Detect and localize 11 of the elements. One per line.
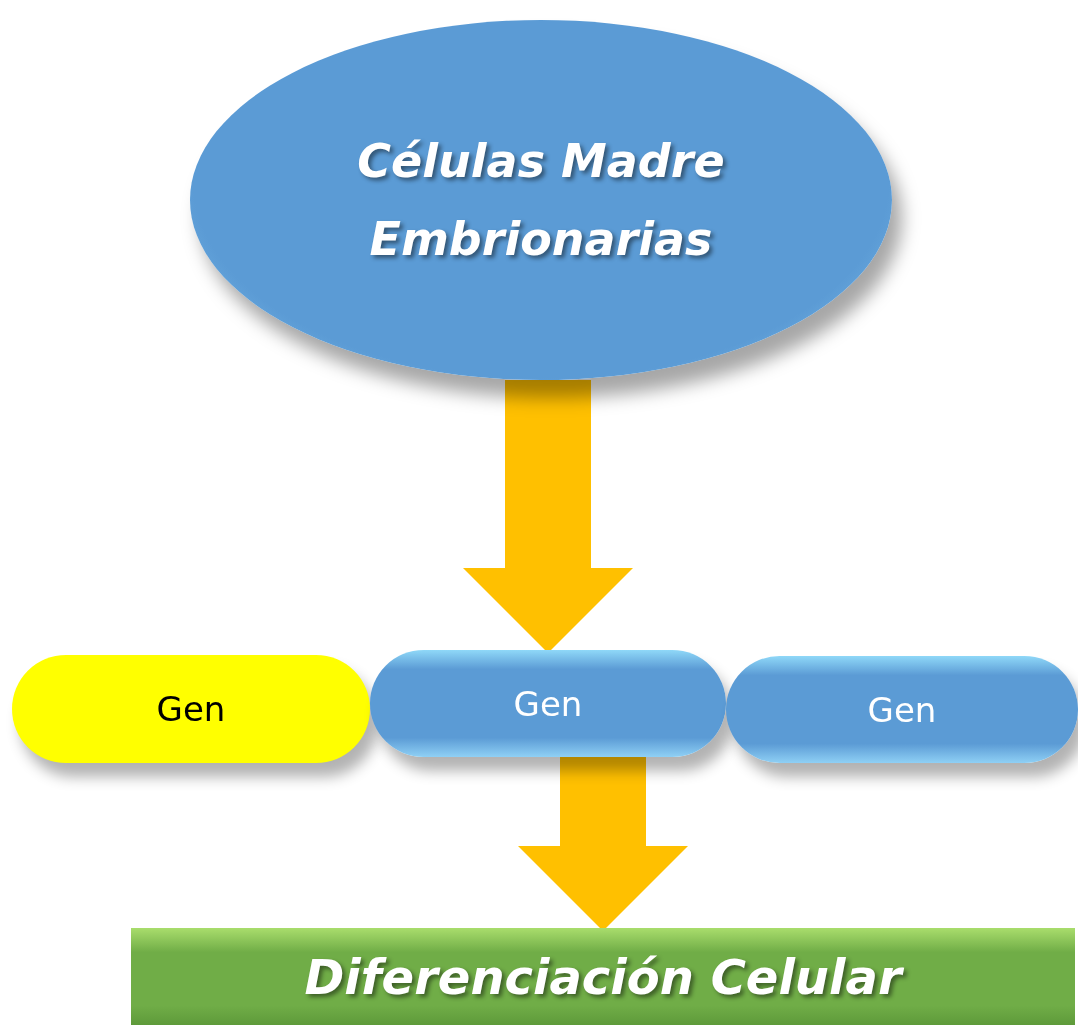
block-arrow — [463, 380, 633, 653]
node-label: Células Madre Embrionarias — [356, 132, 726, 268]
node-label: Gen — [156, 689, 226, 729]
node-label: Gen — [867, 689, 937, 730]
gene-pill — [370, 650, 726, 757]
block-arrow — [518, 757, 688, 931]
gene-pill — [12, 655, 370, 763]
node-label: Diferenciación Celular — [304, 948, 902, 1005]
node-label: Gen — [513, 683, 583, 724]
gene-pill — [726, 656, 1078, 763]
result-bar — [131, 928, 1075, 1025]
